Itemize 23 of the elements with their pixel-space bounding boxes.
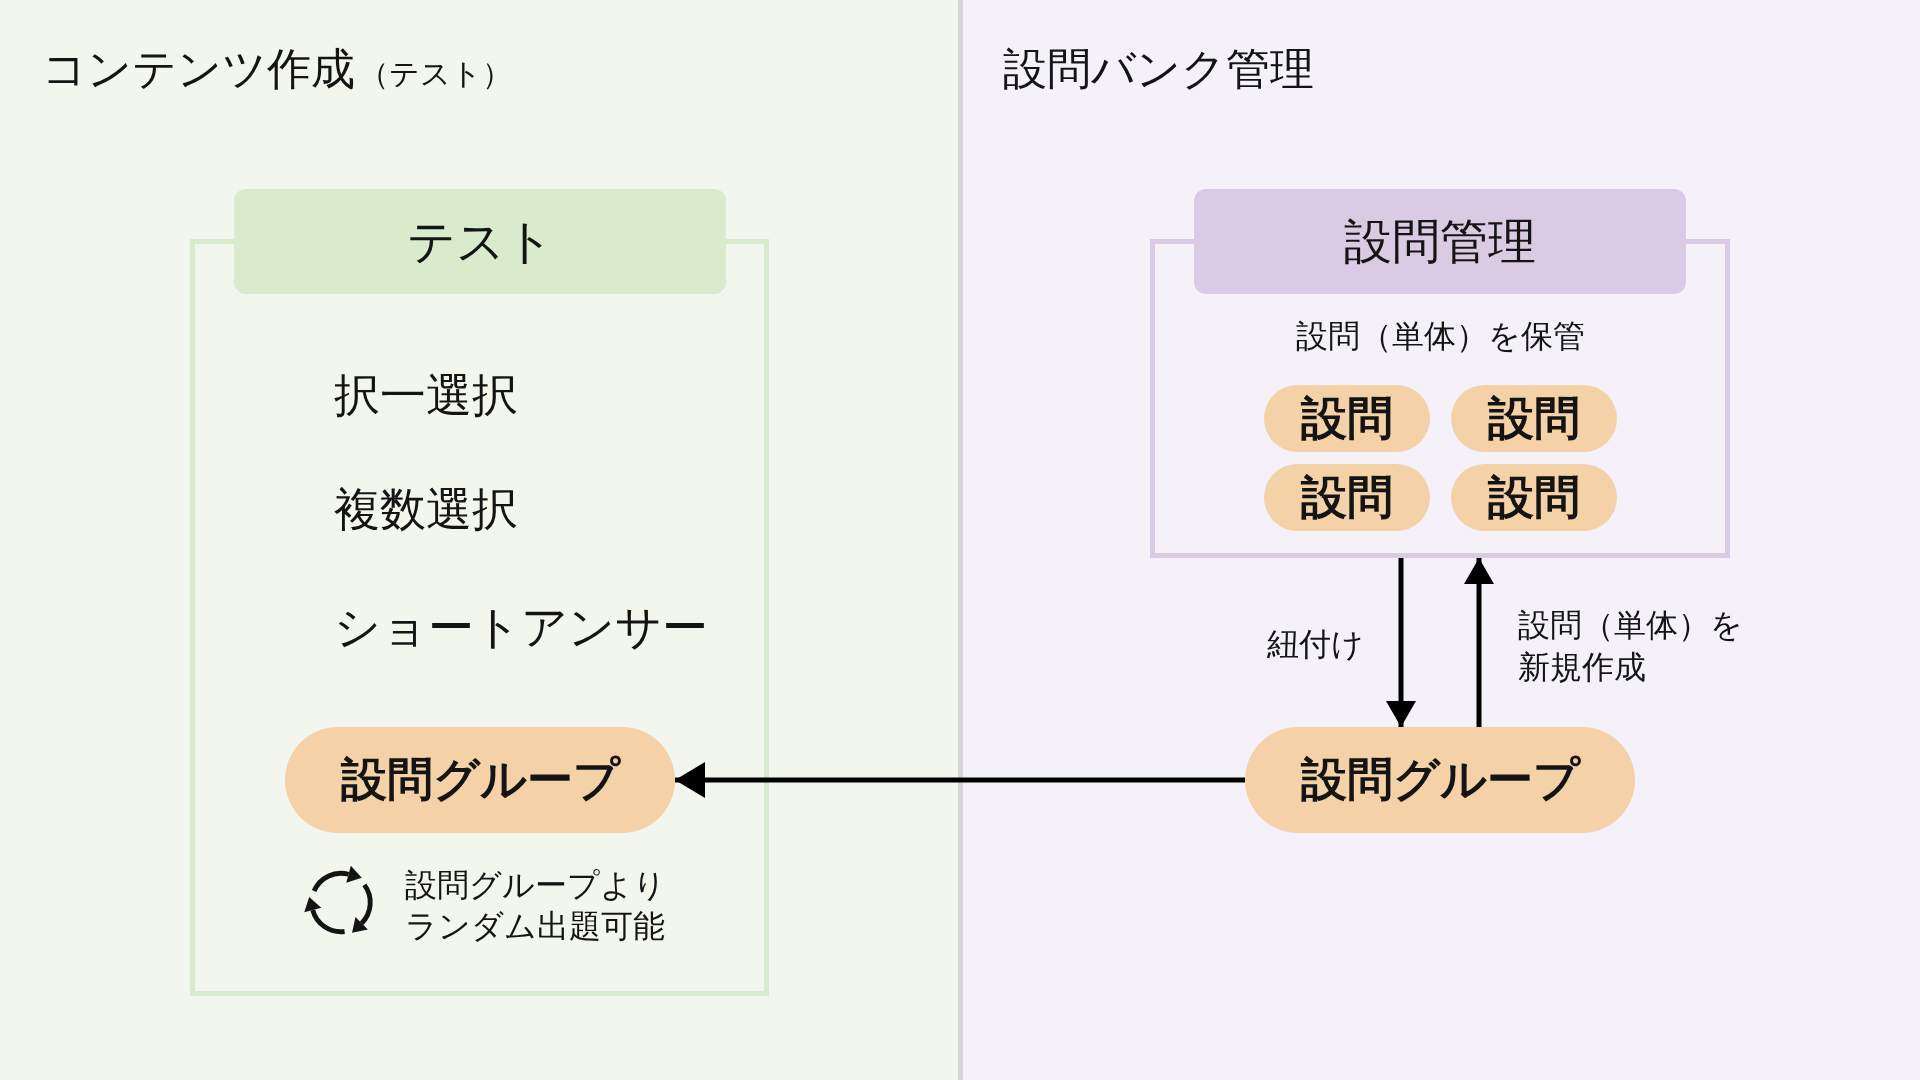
panel-title: 設問バンク管理	[1003, 43, 1314, 94]
header-tab: テスト	[234, 189, 726, 294]
caption-text: 設問（単体）を保管	[1295, 316, 1585, 356]
pill: 設問	[1451, 385, 1617, 452]
pill: 設問	[1264, 464, 1430, 531]
header-tab: 設問管理	[1194, 189, 1686, 294]
group-frame	[1150, 189, 1730, 558]
pill: 設問グループ	[285, 727, 675, 833]
group-frame	[190, 189, 769, 996]
panel	[0, 0, 958, 1080]
panel	[963, 0, 1920, 1080]
list-item: 択一選択	[334, 367, 518, 424]
list-item: 複数選択	[334, 481, 518, 538]
pill: 設問	[1451, 464, 1617, 531]
caption-text: 設問グループよりランダム出題可能	[405, 865, 667, 947]
panel-title: コンテンツ作成	[42, 43, 355, 94]
arrow	[1464, 558, 1494, 727]
arrow	[1386, 558, 1416, 727]
pill: 設問	[1264, 385, 1430, 452]
arrow	[675, 762, 1245, 798]
pill: 設問グループ	[1245, 727, 1635, 833]
panel-subtitle: （テスト）	[359, 56, 512, 91]
list-item: ショートアンサー	[334, 599, 708, 656]
